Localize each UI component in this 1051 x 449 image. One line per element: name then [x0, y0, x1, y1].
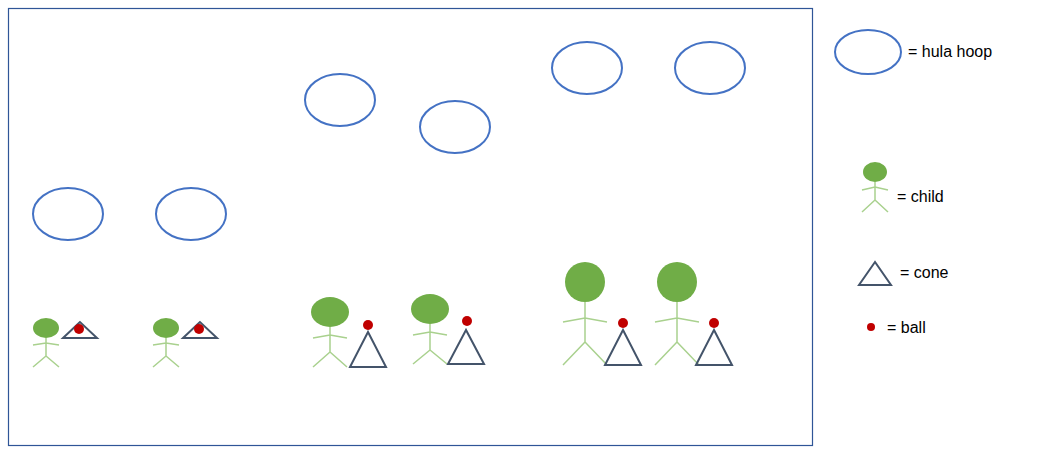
child-sample — [862, 162, 888, 212]
cones — [63, 322, 732, 367]
gym-floor — [9, 9, 813, 446]
legend-label: = hula hoop — [908, 42, 992, 62]
hoop-sample — [835, 30, 901, 74]
legend-label: = ball — [887, 318, 926, 338]
children — [33, 262, 699, 367]
ball-sample — [867, 323, 875, 331]
legend-label: = cone — [900, 263, 948, 283]
legend-samples — [835, 30, 901, 331]
cone-sample — [859, 262, 891, 285]
hula-hoops — [33, 42, 745, 240]
legend-label: = child — [897, 187, 944, 207]
balls — [74, 316, 719, 334]
